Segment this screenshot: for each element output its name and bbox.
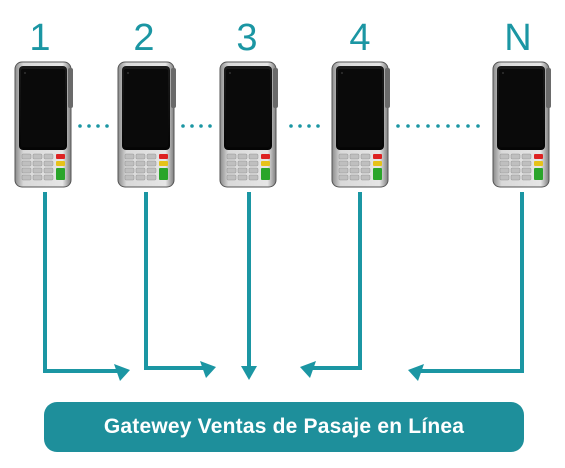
arrow-head-4: [300, 361, 316, 378]
gateway-label: Gatewey Ventas de Pasaje en Línea: [103, 415, 465, 438]
arrow-head-3: [241, 366, 257, 380]
ellipsis-dots-2: [181, 124, 212, 128]
connector-line-2: [144, 192, 206, 370]
ellipsis-dots-3: [289, 124, 320, 128]
pos-terminal-1: [14, 61, 74, 188]
terminal-label-1: 1: [29, 17, 50, 59]
pos-terminal-3: [219, 61, 279, 188]
terminal-label-2: 2: [133, 17, 154, 59]
connector-line-n: [418, 192, 524, 373]
arrow-head-n: [408, 364, 424, 381]
arrow-head-1: [114, 364, 130, 381]
ellipsis-dots-1: [78, 124, 109, 128]
pos-terminal-4: [331, 61, 391, 188]
connector-line-1: [43, 192, 120, 373]
arrow-head-2: [200, 361, 216, 378]
pos-terminal-2: [117, 61, 177, 188]
ellipsis-dots-4: [396, 124, 480, 128]
terminal-label-n: N: [504, 17, 531, 59]
terminal-label-4: 4: [349, 17, 370, 59]
terminal-label-3: 3: [236, 17, 257, 59]
gateway-banner: Gatewey Ventas de Pasaje en Línea: [44, 402, 524, 452]
connector-line-4: [310, 192, 362, 370]
pos-terminal-n: [492, 61, 552, 188]
